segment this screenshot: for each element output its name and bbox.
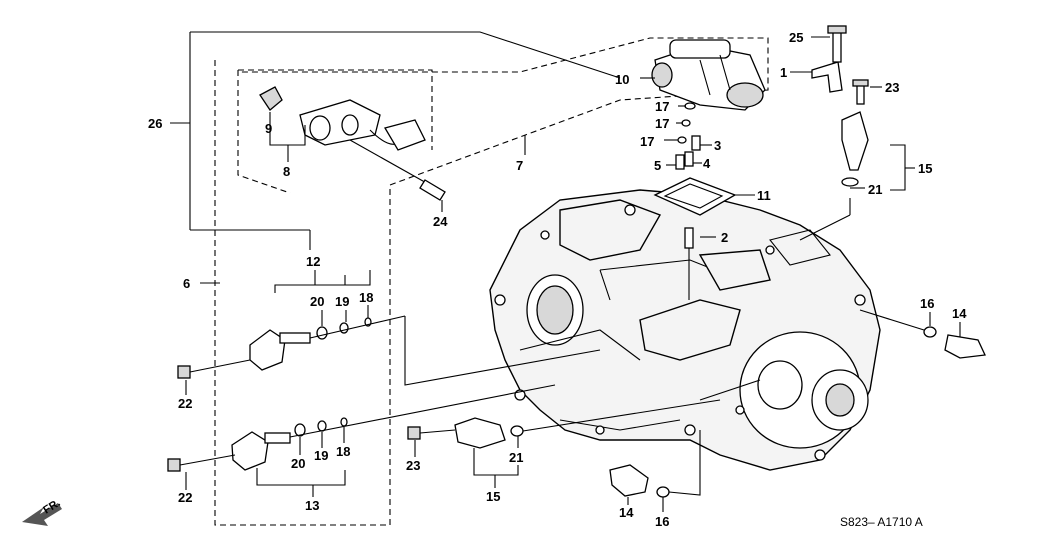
callout-2: 2	[721, 230, 728, 245]
callout-19: 19	[314, 448, 328, 463]
callout-22: 22	[178, 396, 192, 411]
callout-22: 22	[178, 490, 192, 505]
callout-26: 26	[148, 116, 162, 131]
callout-16: 16	[655, 514, 669, 529]
callout-9: 9	[265, 121, 272, 136]
callout-14: 14	[952, 306, 967, 321]
callout-14: 14	[619, 505, 634, 520]
callout-15: 15	[918, 161, 932, 176]
callout-13: 13	[305, 498, 319, 513]
sensor-12-upper	[249, 315, 601, 386]
dowel-pin-2	[684, 227, 694, 300]
callout-17: 17	[655, 99, 669, 114]
callout-20: 20	[310, 294, 324, 309]
bolt-24	[349, 139, 446, 201]
callout-25: 25	[789, 30, 803, 45]
bolt-22-upper	[177, 359, 251, 379]
transmission-case	[489, 189, 881, 471]
solenoid-valve-body	[651, 39, 766, 111]
speed-sensor-lower	[407, 399, 721, 449]
callout-19: 19	[335, 294, 349, 309]
callout-5: 5	[654, 158, 661, 173]
bracket-part-1	[811, 25, 847, 93]
callout-17: 17	[640, 134, 654, 149]
callout-18: 18	[336, 444, 350, 459]
callout-7: 7	[516, 158, 523, 173]
callout-6: 6	[183, 276, 190, 291]
front-direction-arrow-icon	[22, 503, 62, 526]
callout-23: 23	[406, 458, 420, 473]
speed-sensor-top	[841, 79, 869, 187]
callout-20: 20	[291, 456, 305, 471]
sensor-14-right	[859, 309, 986, 359]
callout-1: 1	[780, 65, 787, 80]
callout-21: 21	[868, 182, 882, 197]
callout-11: 11	[757, 188, 771, 203]
small-parts-17-3-4-5	[675, 102, 701, 170]
diagram-code: S823– A1710 A	[840, 515, 923, 529]
leader-lines	[185, 36, 961, 512]
sensor-13-lower	[231, 384, 556, 471]
callout-17: 17	[655, 116, 669, 131]
callout-4: 4	[703, 156, 711, 171]
callout-3: 3	[714, 138, 721, 153]
callout-23: 23	[885, 80, 899, 95]
group-frames	[170, 31, 769, 526]
callout-labels: 25 1 23 10 17 17 17 3 5 4 11 15 21 26 9 …	[148, 30, 967, 529]
callout-8: 8	[283, 164, 290, 179]
callout-15: 15	[486, 489, 500, 504]
callout-16: 16	[920, 296, 934, 311]
callout-18: 18	[359, 290, 373, 305]
callout-12: 12	[306, 254, 320, 269]
shift-solenoid-8	[259, 86, 426, 151]
callout-24: 24	[433, 214, 448, 229]
bolt-22-lower	[167, 454, 236, 472]
callout-10: 10	[615, 72, 629, 87]
callout-21: 21	[509, 450, 523, 465]
